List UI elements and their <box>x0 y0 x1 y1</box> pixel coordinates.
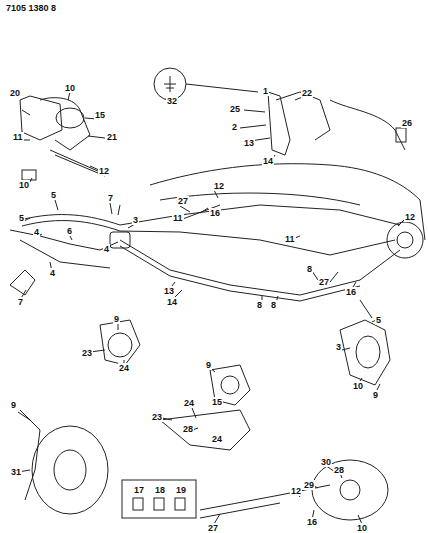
callout-number: 5 <box>375 315 382 325</box>
callout-number: 12 <box>98 166 110 176</box>
callout-number: 14 <box>262 156 274 166</box>
callout-number: 8 <box>306 264 313 274</box>
callout-number: 32 <box>166 96 178 106</box>
callout-number: 24 <box>183 398 195 408</box>
callout-number: 9 <box>205 360 212 370</box>
callout-number: 3 <box>335 342 342 352</box>
callout-number: 28 <box>182 424 194 434</box>
callout-number: 10 <box>352 381 364 391</box>
callout-number: 16 <box>209 208 221 218</box>
callout-number: 6 <box>66 226 73 236</box>
callout-number: 12 <box>213 181 225 191</box>
callout-number: 4 <box>103 244 110 254</box>
callout-number: 1 <box>262 86 269 96</box>
callout-number: 31 <box>10 467 22 477</box>
callout-number: 25 <box>229 104 241 114</box>
callout-number: 8 <box>270 300 277 310</box>
callout-number: 27 <box>207 523 219 533</box>
callout-number: 29 <box>303 480 315 490</box>
callout-number: 19 <box>175 485 187 495</box>
callout-number: 16 <box>345 287 357 297</box>
callout-number: 9 <box>113 314 120 324</box>
callout-number: 30 <box>320 457 332 467</box>
callout-number: 7 <box>107 193 114 203</box>
callout-number: 28 <box>333 465 345 475</box>
callout-number: 24 <box>211 434 223 444</box>
callout-number: 18 <box>154 485 166 495</box>
callout-number: 7 <box>17 297 24 307</box>
callout-number: 11 <box>12 132 24 142</box>
callout-number: 12 <box>404 212 416 222</box>
callout-number: 13 <box>163 286 175 296</box>
callout-number: 23 <box>151 412 163 422</box>
callout-number: 27 <box>318 277 330 287</box>
callout-number: 20 <box>9 88 21 98</box>
callout-number: 5 <box>18 213 25 223</box>
callout-number: 9 <box>372 390 379 400</box>
callout-number: 13 <box>243 138 255 148</box>
callout-number: 24 <box>118 363 130 373</box>
callout-number: 26 <box>401 118 413 128</box>
callout-number: 10 <box>356 523 368 533</box>
callout-number: 27 <box>177 196 189 206</box>
callout-number: 4 <box>33 227 40 237</box>
callout-number: 9 <box>10 400 17 410</box>
callout-number: 10 <box>64 83 76 93</box>
callout-number: 5 <box>50 190 57 200</box>
callout-number: 14 <box>166 297 178 307</box>
callout-number: 10 <box>18 180 30 190</box>
figure-number: 7105 1380 8 <box>6 3 56 13</box>
callout-number: 11 <box>172 213 184 223</box>
callout-number: 17 <box>133 485 145 495</box>
callout-number: 4 <box>49 268 56 278</box>
callout-number: 23 <box>81 348 93 358</box>
callout-number: 2 <box>231 122 238 132</box>
callout-number: 15 <box>211 397 223 407</box>
callout-number: 8 <box>256 300 263 310</box>
callout-number: 11 <box>284 234 296 244</box>
callout-number: 21 <box>106 132 118 142</box>
callout-number: 12 <box>290 486 302 496</box>
callout-number: 22 <box>301 88 313 98</box>
callout-number: 15 <box>94 110 106 120</box>
callout-number: 3 <box>132 215 139 225</box>
callout-number: 16 <box>306 517 318 527</box>
